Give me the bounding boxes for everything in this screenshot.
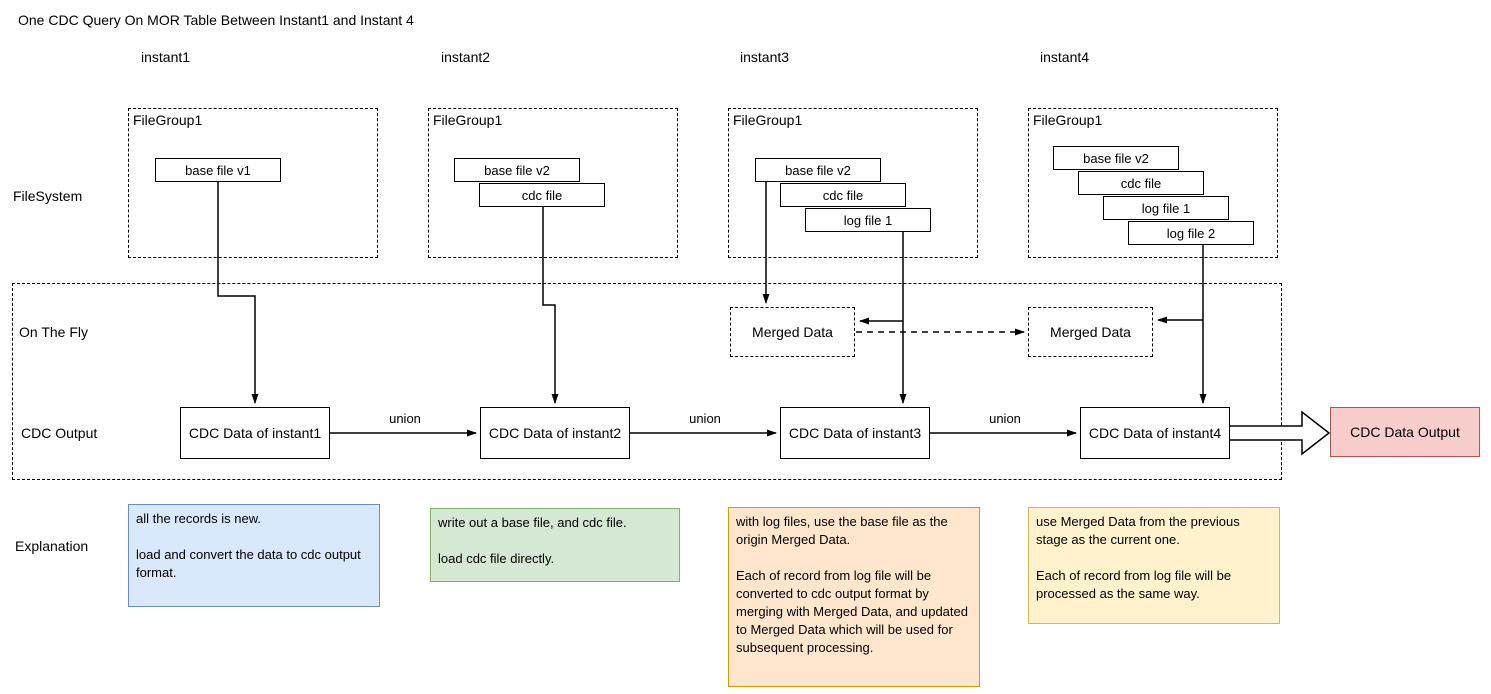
cdc-data-box-instant1: CDC Data of instant1 xyxy=(180,407,330,459)
row-label-explanation: Explanation xyxy=(15,538,89,554)
column-label-instant1: instant1 xyxy=(141,49,191,65)
cdc-data-box-instant2: CDC Data of instant2 xyxy=(480,407,630,459)
explanation-box-instant2: write out a base file, and cdc file. loa… xyxy=(430,508,680,582)
merged-data-box-instant4: Merged Data xyxy=(1028,307,1153,357)
filegroup-box-instant4: FileGroup1 xyxy=(1028,108,1278,258)
filegroup-label: FileGroup1 xyxy=(733,112,803,128)
file-box-log-file-1: log file 1 xyxy=(805,208,931,232)
file-box-cdc-file: cdc file xyxy=(1078,171,1204,195)
file-box-cdc-file: cdc file xyxy=(479,183,605,207)
file-box-base-file-v2: base file v2 xyxy=(755,158,881,182)
filegroup-label: FileGroup1 xyxy=(133,112,203,128)
column-label-instant2: instant2 xyxy=(441,49,491,65)
diagram-title: One CDC Query On MOR Table Between Insta… xyxy=(18,12,414,28)
filegroup-box-instant1: FileGroup1 xyxy=(128,108,378,258)
cdc-data-box-instant4: CDC Data of instant4 xyxy=(1080,407,1230,459)
union-label-2: union xyxy=(689,411,721,426)
explanation-box-instant3: with log files, use the base file as the… xyxy=(728,507,980,687)
row-label-cdc-output: CDC Output xyxy=(21,425,98,441)
file-box-base-file-v2: base file v2 xyxy=(454,158,580,182)
cdc-data-output-box: CDC Data Output xyxy=(1330,407,1480,457)
filegroup-label: FileGroup1 xyxy=(433,112,503,128)
file-box-cdc-file: cdc file xyxy=(780,183,906,207)
on-the-fly-container xyxy=(12,283,1282,480)
explanation-box-instant1: all the records is new. load and convert… xyxy=(128,504,380,607)
file-box-base-file-v1: base file v1 xyxy=(155,158,281,182)
row-label-on-the-fly: On The Fly xyxy=(19,324,88,340)
column-label-instant4: instant4 xyxy=(1040,49,1090,65)
column-label-instant3: instant3 xyxy=(740,49,790,65)
file-box-log-file-1: log file 1 xyxy=(1103,196,1229,220)
explanation-box-instant4: use Merged Data from the previous stage … xyxy=(1028,507,1280,624)
row-label-filesystem: FileSystem xyxy=(13,188,83,204)
union-label-1: union xyxy=(389,411,421,426)
merged-data-box-instant3: Merged Data xyxy=(730,307,855,357)
filegroup-box-instant3: FileGroup1 xyxy=(728,108,978,258)
file-box-base-file-v2: base file v2 xyxy=(1053,146,1179,170)
file-box-log-file-2: log file 2 xyxy=(1128,221,1254,245)
cdc-data-box-instant3: CDC Data of instant3 xyxy=(780,407,930,459)
union-label-3: union xyxy=(989,411,1021,426)
filegroup-label: FileGroup1 xyxy=(1033,112,1103,128)
